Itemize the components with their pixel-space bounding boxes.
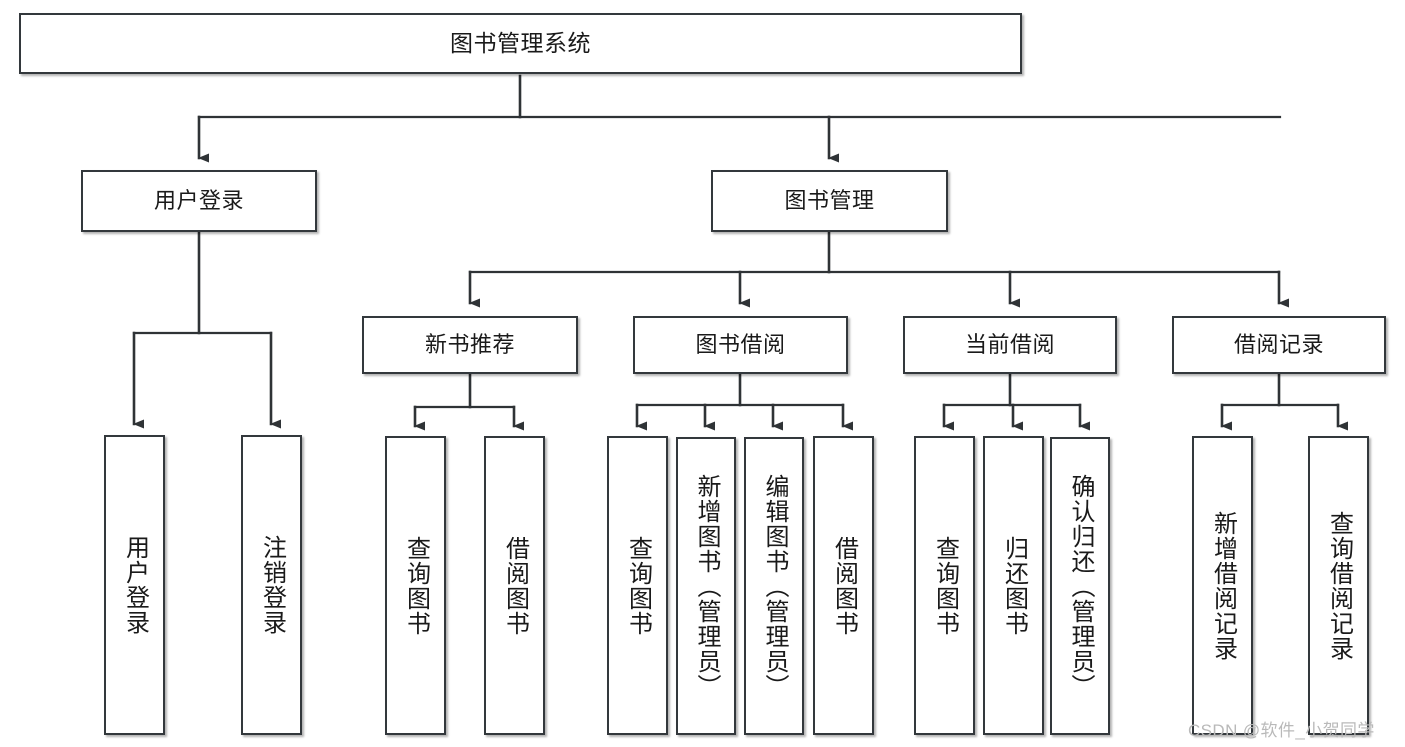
- node-leaf-user-logout[interactable]: 注销登录: [241, 435, 302, 735]
- csdn-watermark: CSDN @软件_小贺同学: [1188, 721, 1375, 740]
- node-leaf-add-record-label: 新增借阅记录: [1209, 510, 1237, 661]
- node-newbook[interactable]: 新书推荐: [362, 316, 578, 374]
- node-leaf-edit-book[interactable]: 编辑图书（管理员）: [744, 437, 804, 735]
- node-leaf-query-book-3-label: 查询图书: [931, 535, 959, 636]
- node-borrow[interactable]: 图书借阅: [633, 316, 848, 374]
- node-leaf-query-record-label: 查询借阅记录: [1325, 510, 1353, 661]
- node-leaf-add-book[interactable]: 新增图书（管理员）: [676, 437, 736, 735]
- node-records-label: 借阅记录: [1233, 331, 1324, 357]
- node-leaf-borrow-book-1[interactable]: 借阅图书: [484, 436, 545, 735]
- node-leaf-borrow-book-2[interactable]: 借阅图书: [813, 436, 874, 735]
- node-leaf-add-record[interactable]: 新增借阅记录: [1192, 436, 1253, 735]
- node-leaf-confirm-return[interactable]: 确认归还（管理员）: [1050, 437, 1110, 735]
- node-login-label: 用户登录: [153, 187, 244, 213]
- node-leaf-query-book-1-label: 查询图书: [402, 535, 430, 636]
- node-leaf-return-book[interactable]: 归还图书: [983, 436, 1044, 735]
- node-leaf-user-login-label: 用户登录: [121, 535, 149, 635]
- node-newbook-label: 新书推荐: [424, 331, 515, 357]
- node-leaf-query-book-3[interactable]: 查询图书: [914, 436, 975, 735]
- node-current-label: 当前借阅: [964, 331, 1055, 357]
- node-leaf-user-logout-label: 注销登录: [258, 535, 286, 635]
- node-leaf-edit-book-label: 编辑图书（管理员）: [761, 473, 788, 699]
- node-bookmgmt-label: 图书管理: [784, 187, 875, 213]
- node-login[interactable]: 用户登录: [81, 170, 317, 232]
- node-leaf-query-book-2-label: 查询图书: [624, 535, 652, 636]
- node-root-label: 图书管理系统: [450, 29, 591, 56]
- node-leaf-confirm-return-label: 确认归还（管理员）: [1067, 473, 1094, 699]
- node-leaf-add-book-label: 新增图书（管理员）: [693, 473, 720, 699]
- node-records[interactable]: 借阅记录: [1172, 316, 1386, 374]
- node-borrow-label: 图书借阅: [695, 331, 786, 357]
- node-leaf-query-book-2[interactable]: 查询图书: [607, 436, 668, 735]
- node-leaf-borrow-book-1-label: 借阅图书: [501, 535, 529, 636]
- node-leaf-query-book-1[interactable]: 查询图书: [385, 436, 446, 735]
- node-leaf-user-login[interactable]: 用户登录: [104, 435, 165, 735]
- node-bookmgmt[interactable]: 图书管理: [711, 170, 948, 232]
- node-leaf-query-record[interactable]: 查询借阅记录: [1308, 436, 1369, 735]
- node-leaf-return-book-label: 归还图书: [1000, 535, 1028, 636]
- node-current[interactable]: 当前借阅: [903, 316, 1117, 374]
- node-root[interactable]: 图书管理系统: [19, 13, 1022, 74]
- node-leaf-borrow-book-2-label: 借阅图书: [830, 535, 858, 636]
